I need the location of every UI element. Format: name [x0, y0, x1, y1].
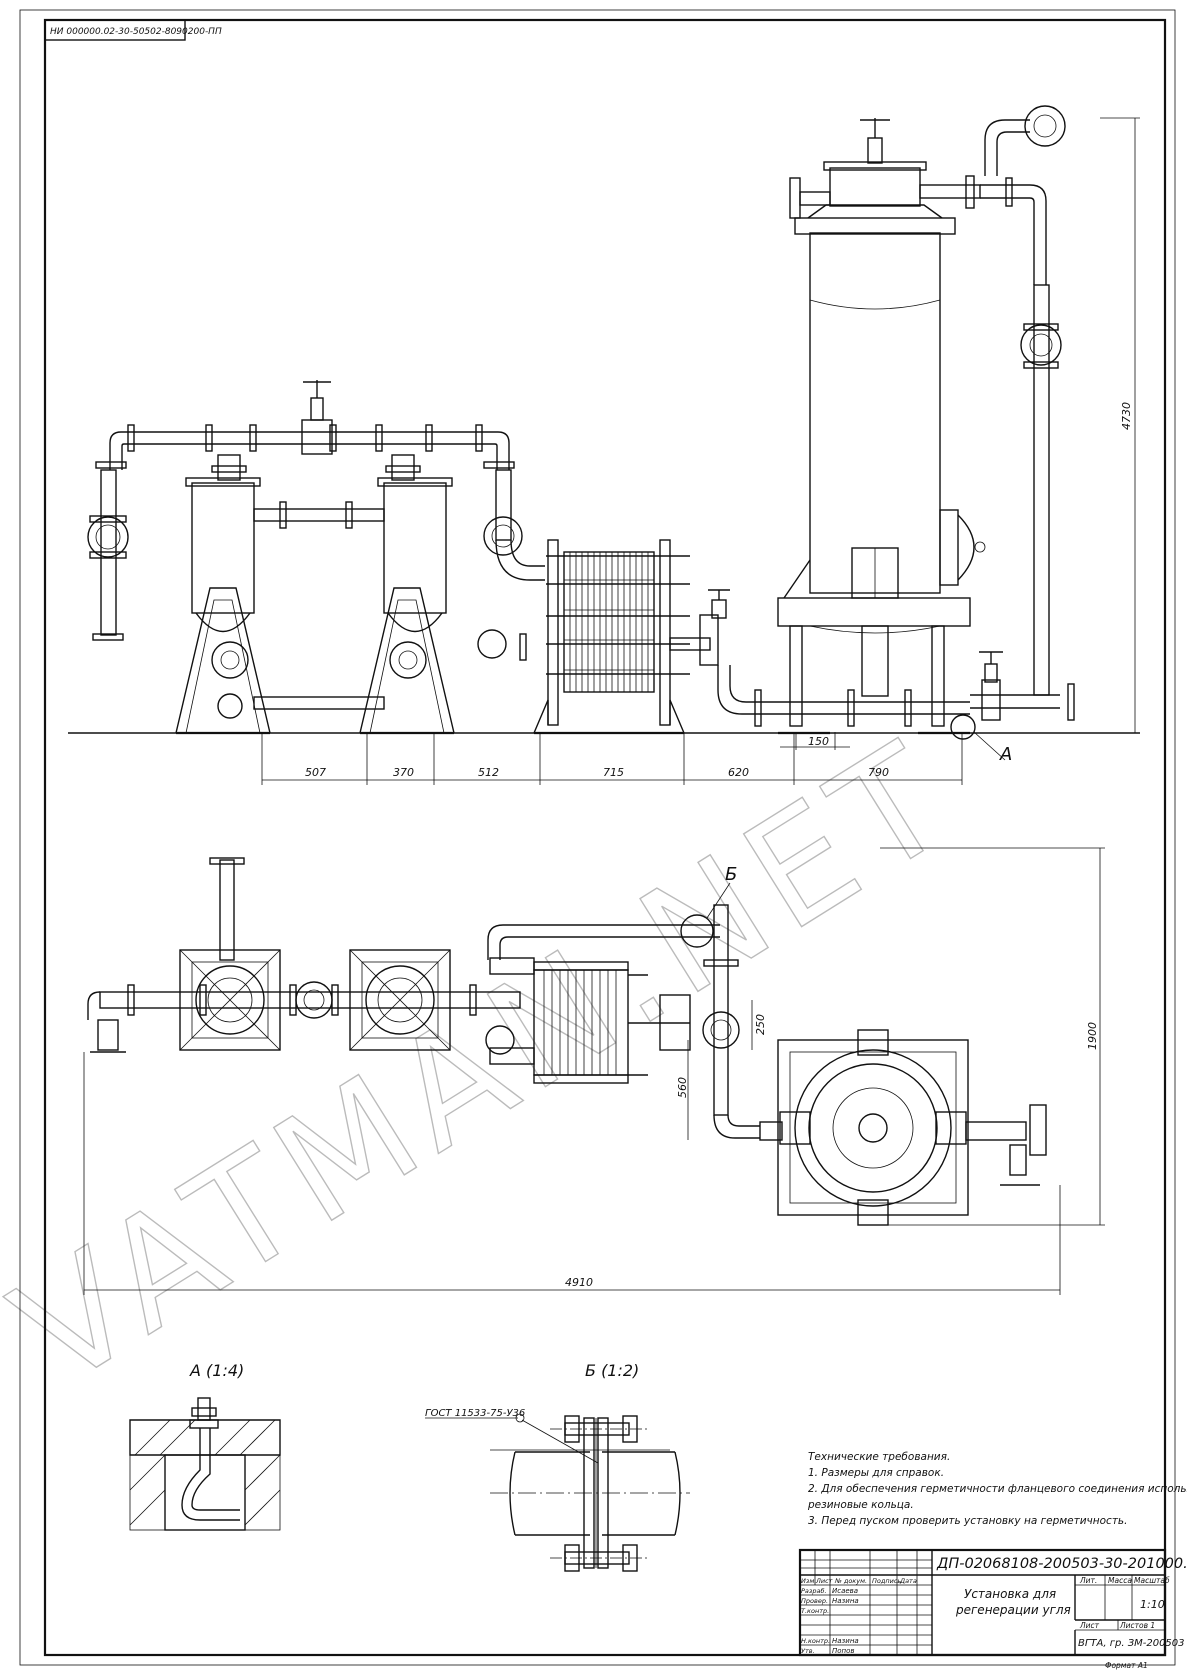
svg-text:512: 512 [478, 766, 499, 779]
svg-text:790: 790 [868, 766, 889, 779]
svg-text:Назина: Назина [832, 1637, 859, 1645]
svg-text:Лист: Лист [1079, 1621, 1100, 1630]
detail-a: А (1:4) [129, 1361, 281, 1531]
svg-text:Т.контр.: Т.контр. [801, 1607, 829, 1615]
svg-text:Попов: Попов [832, 1647, 855, 1655]
callout-a-circle [950, 714, 976, 740]
filter-2 [359, 454, 455, 735]
svg-text:Дата: Дата [899, 1577, 917, 1585]
svg-text:3. Перед пуском проверить уста: 3. Перед пуском проверить установку на г… [808, 1515, 1127, 1527]
dim-height: 4730 [1100, 117, 1140, 733]
format-label: Формат А1 [1105, 1661, 1148, 1670]
regeneration-column [777, 118, 986, 735]
svg-text:Разраб.: Разраб. [801, 1587, 827, 1595]
svg-text:Масса: Масса [1108, 1576, 1132, 1585]
svg-text:Назина: Назина [832, 1597, 859, 1605]
svg-text:№ докум.: № докум. [834, 1577, 867, 1585]
svg-text:Лист: Лист [815, 1577, 833, 1585]
svg-text:Н.контр.: Н.контр. [801, 1637, 830, 1645]
svg-text:150: 150 [808, 735, 829, 748]
svg-text:507: 507 [305, 766, 326, 779]
filter-1 [175, 454, 271, 735]
top-gate-valve [301, 380, 333, 455]
left-valve [87, 515, 129, 559]
gost-label: ГОСТ 11533-75-У36 [425, 1408, 525, 1419]
document-code: ДП-02068108-200503-30-201000.000 МЧ [936, 1556, 1187, 1572]
outer-sheet-edge [19, 9, 1176, 1666]
svg-text:1900: 1900 [1086, 1022, 1099, 1050]
svg-text:резиновые кольца.: резиновые кольца. [807, 1499, 914, 1511]
callout-b-circle [680, 914, 714, 948]
stamp-code: НИ 000000.02-30-50502-8090200-ПП [50, 27, 222, 37]
plate-heat-exchanger [533, 539, 690, 735]
svg-text:370: 370 [393, 766, 414, 779]
svg-text:Технические требования.: Технические требования. [808, 1451, 950, 1463]
svg-text:2. Для обеспечения герметичнос: 2. Для обеспечения герметичности фланцев… [808, 1483, 1187, 1495]
svg-text:Утв.: Утв. [801, 1647, 815, 1655]
title-block: Изм. Лист № докум. Подпись Дата Разраб. … [798, 1548, 1187, 1670]
svg-text:1. Размеры для справок.: 1. Размеры для справок. [808, 1467, 944, 1479]
organization: ВГТА, гр. ЗМ-200503 [1078, 1638, 1185, 1649]
technical-requirements: Технические требования. 1. Размеры для с… [807, 1451, 1187, 1527]
plan-filter-2 [349, 949, 451, 1051]
detail-b-title: Б (1:2) [585, 1361, 639, 1380]
detail-b: Б (1:2) ГОСТ 11533-75-У36 [425, 1361, 690, 1572]
svg-text:250: 250 [754, 1014, 767, 1035]
callout-b-label: Б [725, 864, 737, 885]
svg-text:Подпись: Подпись [872, 1577, 901, 1585]
stamp-code-box: НИ 000000.02-30-50502-8090200-ПП [44, 19, 222, 41]
plan-column [777, 1029, 969, 1226]
svg-text:715: 715 [603, 766, 624, 779]
detail-a-title: А (1:4) [189, 1361, 244, 1380]
svg-text:Лит.: Лит. [1079, 1576, 1097, 1585]
svg-text:Изм.: Изм. [801, 1577, 816, 1585]
drawing-name-line1: Установка для [964, 1587, 1056, 1601]
svg-text:4910: 4910 [565, 1276, 593, 1289]
scale-value: 1:10 [1140, 1598, 1165, 1611]
svg-text:560: 560 [676, 1077, 689, 1098]
svg-text:Исаева: Исаева [832, 1587, 858, 1595]
plan-view: Б 250 560 [83, 847, 1105, 1295]
svg-text:4730: 4730 [1120, 402, 1133, 430]
svg-text:620: 620 [728, 766, 749, 779]
hx-inlet-valve [483, 516, 523, 556]
svg-text:Провер.: Провер. [801, 1597, 828, 1605]
dim-chain: 507 370 512 715 620 790 [261, 733, 963, 785]
drawing-frame [43, 18, 1167, 1657]
plan-filter-1 [179, 949, 281, 1051]
front-view: А 4730 150 507 370 512 715 620 790 [68, 105, 1140, 785]
callout-a-label: А [999, 744, 1012, 765]
drawing-name-line2: регенерации угля [955, 1603, 1071, 1617]
svg-text:Масштаб: Масштаб [1134, 1576, 1170, 1585]
svg-text:Листов 1: Листов 1 [1119, 1621, 1155, 1630]
